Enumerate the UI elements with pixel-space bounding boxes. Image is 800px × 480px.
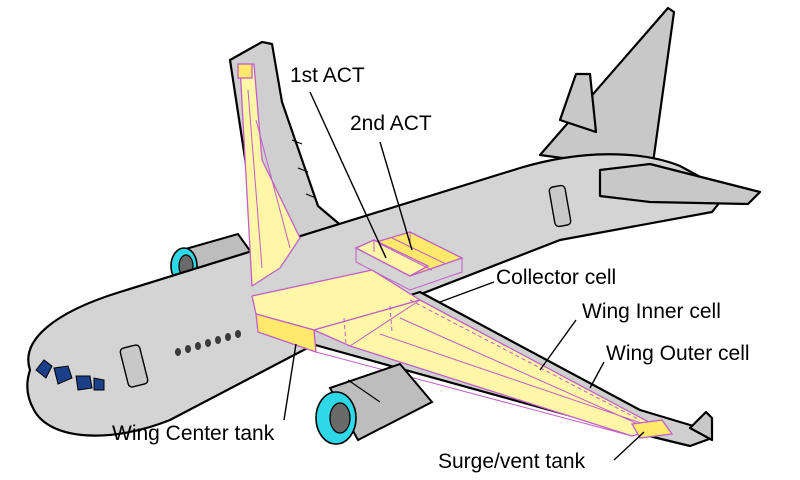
far-horizontal-stabilizer — [558, 72, 598, 134]
far-wing-tank-lines — [247, 89, 291, 269]
label-2nd-act: 2nd ACT — [350, 112, 432, 135]
act-tanks — [354, 231, 464, 291]
far-wing-fairings — [291, 139, 317, 199]
label-wing-outer-cell: Wing Outer cell — [606, 342, 750, 365]
far-surge-tank — [237, 63, 253, 79]
label-collector-cell: Collector cell — [496, 266, 616, 289]
passenger-windows — [175, 330, 241, 356]
vertical-stabilizer — [538, 6, 676, 172]
winglet — [688, 410, 714, 442]
cockpit-windows — [35, 359, 105, 391]
wing-tanks — [251, 269, 674, 439]
near-engine — [315, 362, 434, 445]
rear-door — [548, 184, 572, 228]
label-surge-vent-tank: Surge/vent tank — [438, 450, 586, 473]
front-door — [119, 344, 149, 388]
label-wing-inner-cell: Wing Inner cell — [582, 300, 721, 323]
leader-lines — [283, 91, 645, 461]
label-1st-act: 1st ACT — [290, 64, 365, 87]
label-wing-center-tank: Wing Center tank — [112, 422, 275, 445]
near-horizontal-stabilizer — [598, 162, 762, 206]
